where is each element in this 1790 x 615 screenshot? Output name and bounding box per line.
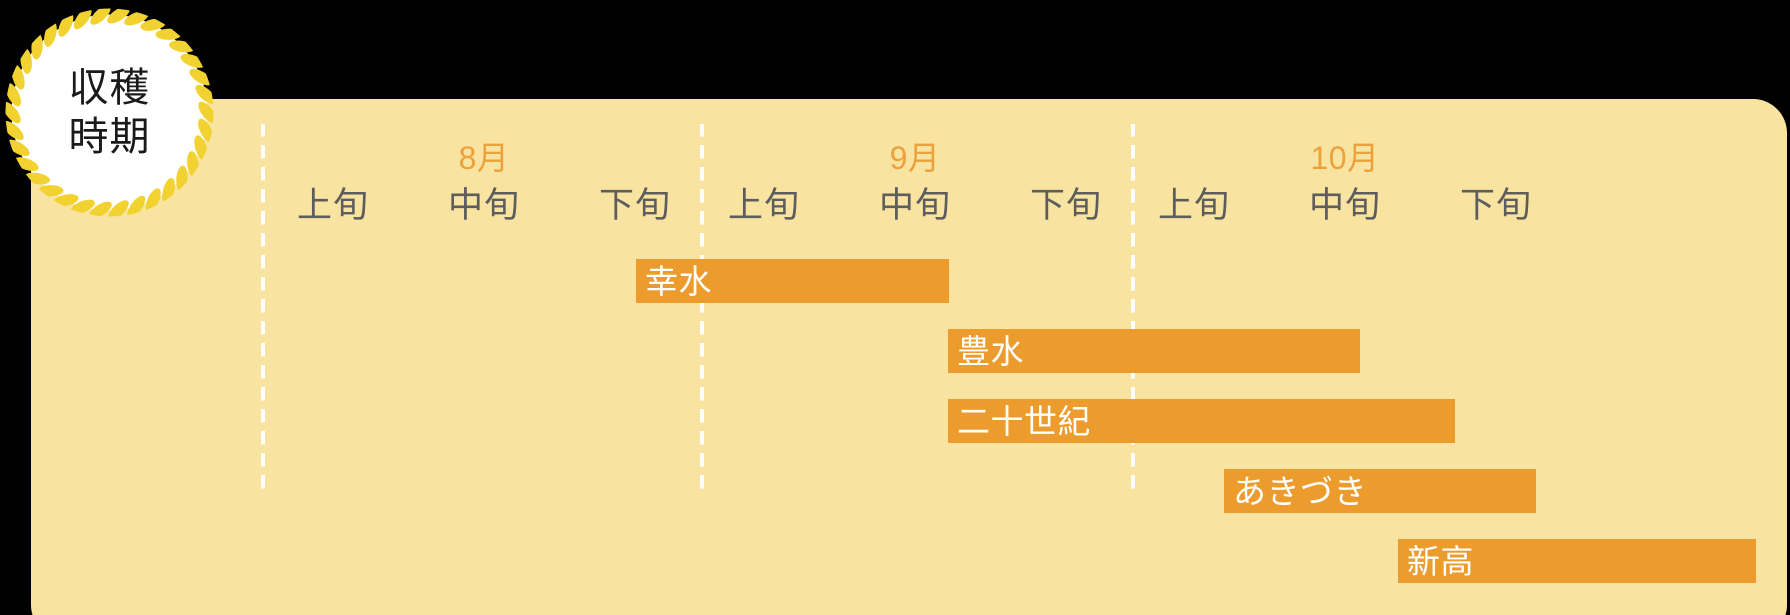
- harvest-bar-2: 豊水: [948, 329, 1360, 373]
- badge-line-2: 時期: [68, 114, 151, 159]
- period-label-1: 上旬: [296, 186, 369, 225]
- rope-strand: [20, 47, 32, 74]
- rope-strand: [73, 8, 92, 30]
- rope-strand: [70, 199, 95, 214]
- rope-strand: [107, 8, 130, 24]
- badge-line-1: 収穫: [68, 65, 151, 110]
- rope-strand: [58, 12, 74, 37]
- period-label-8: 中旬: [1308, 186, 1381, 225]
- period-label-5: 中旬: [878, 186, 951, 225]
- period-label-6: 下旬: [1029, 186, 1102, 225]
- rope-strand: [5, 82, 21, 107]
- harvest-bar-label: あきづき: [1233, 472, 1367, 510]
- rope-strand: [189, 68, 213, 86]
- harvest-bar-1: 幸水: [636, 259, 949, 303]
- rope-strand: [5, 120, 24, 141]
- harvest-bar-label: 二十世紀: [957, 402, 1091, 440]
- period-label-7: 上旬: [1157, 186, 1230, 225]
- rope-strand: [198, 101, 214, 124]
- period-label-9: 下旬: [1459, 186, 1532, 225]
- rope-strand: [53, 194, 79, 207]
- rope-strand: [194, 135, 208, 161]
- harvest-bar-label: 豊水: [957, 332, 1024, 370]
- month-label-1: 8月: [458, 140, 510, 176]
- rope-strand: [90, 8, 111, 25]
- month-divider-3: [1131, 124, 1135, 496]
- month-label-2: 9月: [889, 140, 941, 176]
- harvest-bar-label: 新高: [1407, 542, 1474, 580]
- period-label-2: 中旬: [447, 186, 520, 225]
- rope-strand: [89, 201, 112, 217]
- month-label-3: 10月: [1310, 140, 1380, 176]
- rope-strand: [108, 200, 129, 217]
- rope-strand: [180, 53, 206, 68]
- harvest-bar-5: 新高: [1398, 539, 1756, 583]
- rope-strand: [145, 188, 161, 213]
- rope-strand: [195, 84, 214, 105]
- harvest-bar-label: 幸水: [645, 262, 712, 300]
- rope-strand: [127, 195, 146, 217]
- period-label-3: 下旬: [598, 186, 671, 225]
- harvest-bar-4: あきづき: [1224, 469, 1536, 513]
- harvest-bar-3: 二十世紀: [948, 399, 1455, 443]
- harvest-season-badge: 収穫 時期: [2, 5, 217, 220]
- rope-strand: [13, 157, 39, 172]
- rope-strand: [124, 11, 149, 26]
- month-divider-1: [261, 124, 265, 496]
- rope-strand: [198, 118, 214, 143]
- rope-strand: [140, 18, 166, 31]
- period-label-4: 上旬: [727, 186, 800, 225]
- rope-strand: [187, 151, 199, 178]
- rope-strand: [6, 139, 30, 157]
- rope-strand: [5, 101, 21, 124]
- chart-panel: [31, 99, 1787, 615]
- badge-text: 収穫 時期: [2, 5, 217, 220]
- month-divider-2: [700, 124, 704, 496]
- rope-strand: [11, 64, 25, 90]
